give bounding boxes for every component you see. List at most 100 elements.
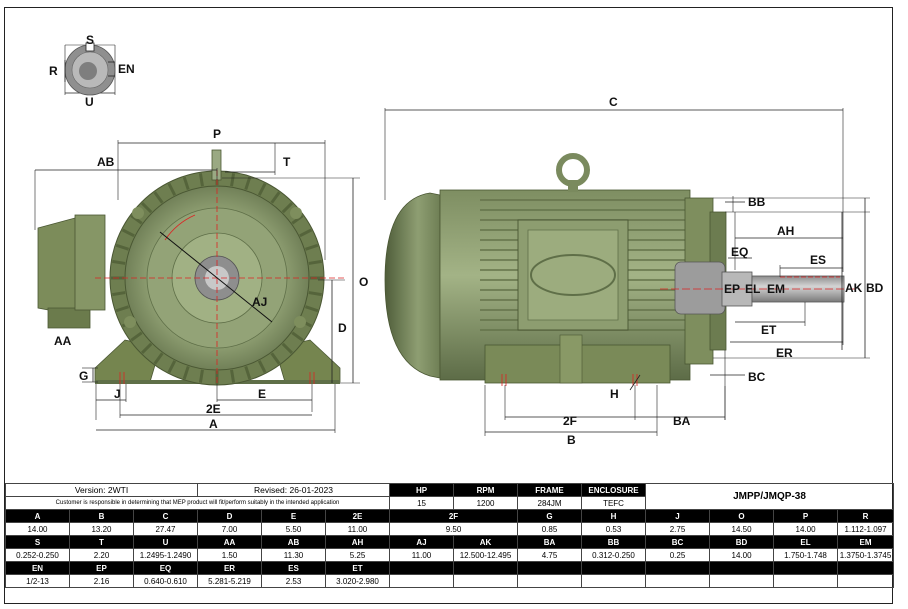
dimension-header-row-2: S T U AA AB AH AJ AK BA BB BC BD EL EM: [5, 535, 895, 549]
rating-header-rpm: RPM: [453, 483, 519, 497]
dim-header: G: [517, 509, 583, 523]
dim-header: R: [837, 509, 895, 523]
dim-header: J: [645, 509, 711, 523]
dim-header: 2F: [389, 509, 519, 523]
label-en: EN: [118, 62, 135, 76]
dim-header: EM: [837, 535, 895, 549]
dim-value: 1.3750-1.3745: [837, 548, 895, 562]
label-e: E: [258, 387, 266, 401]
empty-cell: [517, 574, 583, 588]
dim-value: 11.30: [261, 548, 327, 562]
dim-value: 4.75: [517, 548, 583, 562]
label-em: EM: [767, 282, 785, 296]
label-et: ET: [761, 323, 777, 337]
dim-header: B: [69, 509, 134, 523]
cooling-fin: [308, 291, 322, 297]
label-u: U: [85, 95, 94, 109]
dim-header: AB: [261, 535, 327, 549]
dim-header: U: [132, 535, 199, 549]
cooling-fin: [130, 331, 143, 342]
cooling-fin: [299, 228, 313, 238]
label-bd: BD: [866, 281, 884, 295]
label-ba: BA: [673, 414, 691, 428]
label-ah: AH: [777, 224, 794, 238]
cooling-fin: [153, 352, 164, 365]
drawing-sheet-border: [4, 7, 893, 604]
cooling-fin: [167, 182, 177, 196]
cooling-fin: [167, 360, 177, 374]
rating-header-hp: HP: [389, 483, 455, 497]
motor-drawing: S R EN U: [34, 33, 884, 447]
cooling-fin: [308, 259, 322, 265]
cooling-fin: [257, 360, 267, 374]
dim-header: T: [69, 535, 134, 549]
rating-value-rpm: 1200: [453, 496, 519, 510]
cooling-fin: [182, 365, 190, 380]
label-eq: EQ: [731, 245, 748, 259]
front-view-dimensions: P AB T O AJ D AA G J E 2E A: [34, 127, 368, 433]
cooling-fin: [153, 191, 164, 204]
label-c: C: [609, 95, 618, 109]
label-ab: AB: [97, 155, 115, 169]
motor-front-view: [37, 149, 345, 386]
dim-value: 3.020-2.980: [325, 574, 391, 588]
dim-header: ET: [325, 561, 391, 575]
dim-value: 14.00: [773, 522, 839, 536]
dim-value: 13.20: [69, 522, 134, 536]
label-ep: EP: [724, 282, 740, 296]
cooling-fin: [244, 176, 252, 191]
dim-header: BD: [709, 535, 775, 549]
dim-value: 2.53: [261, 574, 327, 588]
dimension-value-row-2: 0.252-0.250 2.20 1.2495-1.2490 1.50 11.3…: [5, 548, 895, 562]
cooling-fin: [140, 342, 153, 355]
dim-value: 5.25: [325, 548, 391, 562]
dim-header: ES: [261, 561, 327, 575]
dim-header: AK: [453, 535, 519, 549]
label-er: ER: [776, 346, 793, 360]
dim-header: P: [773, 509, 839, 523]
dim-value: 2.16: [69, 574, 134, 588]
rating-header-frame: FRAME: [517, 483, 583, 497]
dim-header: H: [581, 509, 647, 523]
cooling-fin: [198, 173, 204, 187]
empty-cell: [837, 574, 895, 588]
cooling-fin: [281, 342, 294, 355]
empty-cell: [773, 574, 839, 588]
dim-value: 0.312-0.250: [581, 548, 647, 562]
dim-value: 27.47: [132, 522, 199, 536]
dim-value: 11.00: [325, 522, 391, 536]
dim-value: 14.00: [709, 548, 775, 562]
label-el: EL: [745, 282, 760, 296]
dim-header: A: [5, 509, 70, 523]
dim-value: 0.25: [645, 548, 711, 562]
empty-header: [709, 561, 775, 575]
cooling-fin: [121, 228, 135, 238]
cooling-fin: [182, 176, 190, 191]
cooling-fin: [115, 243, 130, 251]
side-view-dimensions: C BB AH EQ ES EP EL EM AK BD ET ER BC H …: [384, 95, 884, 447]
cooling-fin: [115, 305, 130, 313]
label-p: P: [213, 127, 221, 141]
empty-header: [837, 561, 895, 575]
dim-header: EQ: [132, 561, 199, 575]
rating-value-frame: 284JM: [517, 496, 583, 510]
cooling-fin: [257, 182, 267, 196]
empty-header: [517, 561, 583, 575]
version-cell: Version: 2WTI: [4, 483, 199, 497]
rating-header-enclosure: ENCLOSURE: [581, 483, 647, 497]
empty-header: [645, 561, 711, 575]
label-bb: BB: [748, 195, 766, 209]
label-t: T: [283, 155, 291, 169]
dim-header: 2E: [325, 509, 391, 523]
dimension-header-row-3: EN EP EQ ER ES ET: [5, 561, 895, 575]
cooling-fin: [304, 305, 319, 313]
empty-cell: [581, 574, 647, 588]
dim-value: 11.00: [389, 548, 455, 562]
label-aa: AA: [54, 334, 72, 348]
cooling-fin: [140, 201, 153, 214]
info-row: Version: 2WTI Revised: 26-01-2023 HP RPM…: [4, 483, 895, 510]
cooling-fin: [112, 259, 126, 265]
label-s: S: [86, 33, 94, 47]
dim-header: AA: [197, 535, 263, 549]
cooling-fin: [112, 291, 126, 297]
